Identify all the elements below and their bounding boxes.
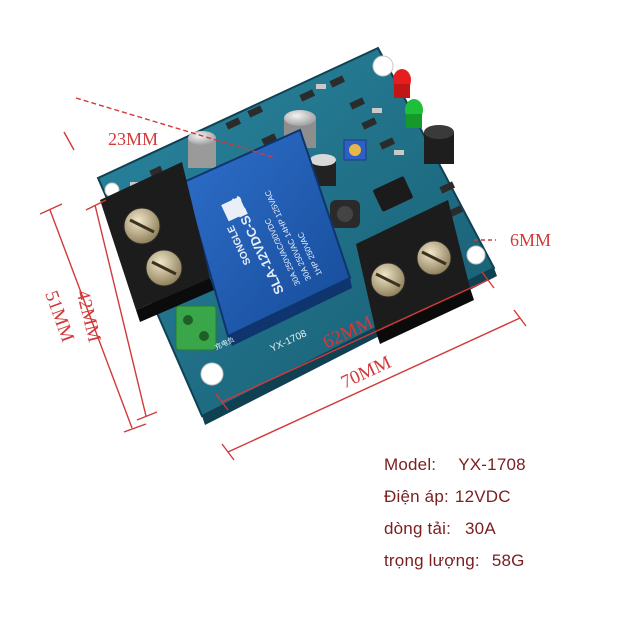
mount-hole xyxy=(372,55,394,77)
spec-voltage: Điện áp: 12VDC xyxy=(384,487,511,507)
green-led xyxy=(405,99,423,128)
capacitor xyxy=(424,125,454,164)
spec-current-label: dòng tải: xyxy=(384,519,452,538)
spec-current-value: 30A xyxy=(465,519,496,538)
spec-voltage-value: 12VDC xyxy=(454,487,511,506)
spec-model-label: Model: xyxy=(384,455,437,474)
green-terminal xyxy=(175,305,217,351)
screw-terminal-right xyxy=(356,200,474,344)
dimension-6mm-label: 6MM xyxy=(510,230,552,250)
ic-chip xyxy=(373,176,413,212)
dimension-23mm-label: 23MM xyxy=(108,129,159,149)
relay-logo-box xyxy=(221,196,247,222)
spec-model-value: YX-1708 xyxy=(458,455,526,474)
red-led xyxy=(393,69,411,98)
spec-current: dòng tải: 30A xyxy=(384,519,496,539)
spec-model: Model: YX-1708 xyxy=(384,455,526,475)
dimension-lines xyxy=(39,97,527,461)
spec-weight-label: trọng lượng: xyxy=(384,551,480,570)
capacitor xyxy=(188,131,216,168)
spec-voltage-label: Điện áp: xyxy=(384,487,449,506)
spec-weight: trọng lượng: 58G xyxy=(384,551,525,571)
screw-terminal-left xyxy=(100,162,214,322)
mount-hole xyxy=(466,245,486,265)
spec-weight-value: 58G xyxy=(491,551,525,570)
mount-hole xyxy=(200,362,224,386)
